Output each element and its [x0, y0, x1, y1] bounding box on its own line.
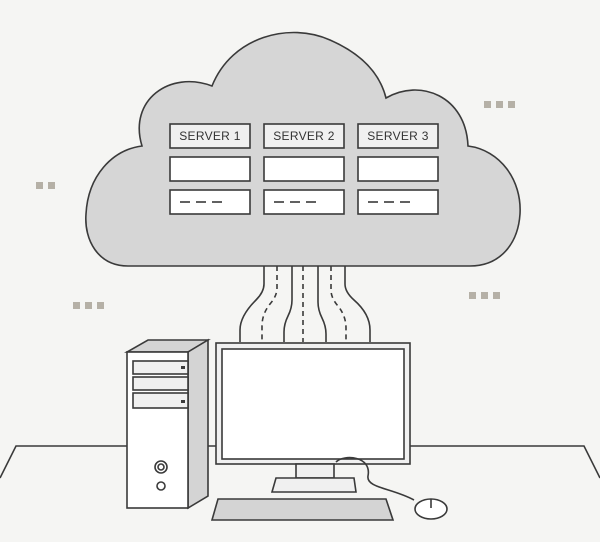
monitor: [215, 342, 411, 493]
drive-bay-1: [132, 360, 189, 375]
server-2-slot: [263, 156, 345, 182]
server-2-label: SERVER 2: [273, 129, 335, 143]
decoration-dots: [36, 101, 515, 309]
drive-bay-2: [132, 376, 189, 391]
server-2-column: [263, 123, 345, 215]
drive-bay-3: [132, 392, 189, 409]
monitor-screen: [221, 348, 405, 460]
cloud: [85, 31, 521, 267]
monitor-neck: [295, 463, 335, 479]
monitor-base: [270, 477, 357, 493]
server-2-label-box: [263, 123, 345, 149]
reset-button-icon: [156, 481, 166, 491]
server-3-label: SERVER 3: [367, 129, 429, 143]
network-cables: [239, 266, 371, 342]
keyboard-icon: [210, 498, 395, 521]
server-3-label-box: [357, 123, 439, 149]
mouse: [335, 456, 448, 520]
server-1-column: [169, 123, 251, 215]
server-1-label-box: [169, 123, 251, 149]
pc-tower: [123, 338, 211, 510]
keyboard: [210, 498, 395, 521]
server-1-label: SERVER 1: [179, 129, 241, 143]
server-1-slot: [169, 156, 251, 182]
server-3-column: [357, 123, 439, 215]
server-3-slot: [357, 156, 439, 182]
